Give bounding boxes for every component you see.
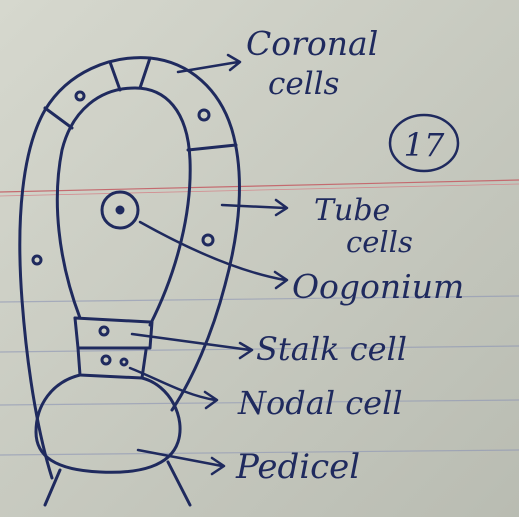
label-coronal-line2: cells [268, 66, 339, 102]
nucleolus [117, 207, 123, 213]
label-oogonium: Oogonium [292, 267, 464, 306]
label-stalk-cell: Stalk cell [256, 330, 407, 368]
label-coronal-line1: Coronal [246, 24, 378, 63]
label-tube-line2: cells [346, 225, 413, 259]
label-tube-line1: Tube [314, 193, 390, 228]
label-pedicel: Pedicel [235, 447, 360, 487]
label-nodal-cell: Nodal cell [237, 384, 403, 422]
page-number: 17 [404, 126, 445, 164]
